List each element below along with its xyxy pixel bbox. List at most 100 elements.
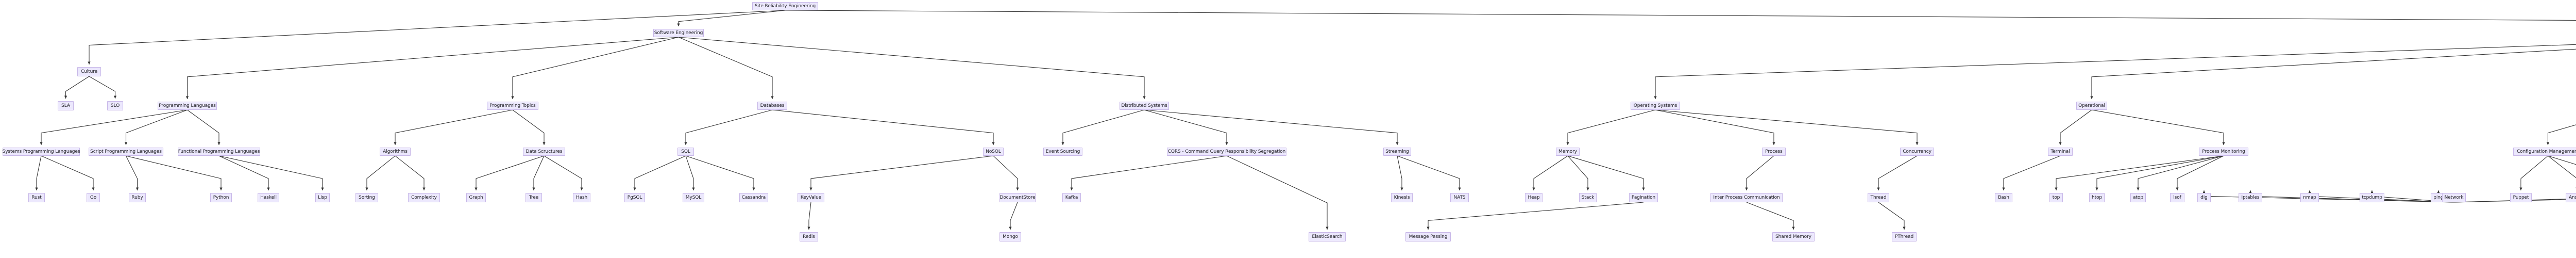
tree-node-label: Memory: [1558, 149, 1578, 154]
tree-node-sorting[interactable]: Sorting: [355, 193, 378, 202]
tree-node-elasticsearch[interactable]: ElasticSearch: [1309, 232, 1346, 241]
tree-node-label: Kinesis: [1394, 195, 1410, 200]
tree-node-sql[interactable]: SQL: [677, 148, 694, 156]
tree-node-streaming[interactable]: Streaming: [1383, 148, 1411, 156]
tree-node-hash[interactable]: Hash: [573, 193, 590, 202]
tree-edge-proglangs-to-sysproglangs: [40, 109, 188, 146]
tree-node-eventsourcing[interactable]: Event Sourcing: [1043, 148, 1082, 156]
tree-node-pagination[interactable]: Pagination: [1629, 193, 1658, 202]
tree-node-mysql[interactable]: MySQL: [683, 193, 704, 202]
tree-node-culture[interactable]: Culture: [77, 67, 101, 76]
tree-node-nats[interactable]: NATS: [1450, 193, 1469, 202]
tree-node-label: Process: [1765, 149, 1783, 154]
tree-node-provmonitoring[interactable]: Process Monitoring: [2199, 148, 2248, 156]
tree-node-label: Software Engineering: [654, 30, 703, 36]
tree-node-kafka[interactable]: Kafka: [1062, 193, 1081, 202]
tree-node-go[interactable]: Go: [87, 193, 100, 202]
tree-node-label: PgSQL: [627, 195, 642, 200]
tree-node-databases[interactable]: Databases: [757, 102, 787, 110]
tree-node-algorithms[interactable]: Algorithms: [380, 148, 411, 156]
tree-node-datastructures[interactable]: Data Scructures: [523, 148, 565, 156]
tree-node-label: Complexity: [411, 195, 437, 200]
tree-node-label: Network: [2444, 195, 2464, 200]
tree-node-network[interactable]: Network: [2442, 193, 2466, 202]
tree-node-label: tcpdump: [2362, 195, 2382, 200]
tree-node-haskell[interactable]: Haskell: [258, 193, 279, 202]
tree-node-label: Programming Topics: [489, 103, 536, 108]
tree-node-pthread[interactable]: PThread: [1892, 232, 1917, 241]
tree-node-ruby[interactable]: Ruby: [129, 193, 146, 202]
tree-node-bash[interactable]: Bash: [1995, 193, 2012, 202]
tree-node-label: Sorting: [359, 195, 375, 200]
tree-node-cassandra[interactable]: Cassandra: [739, 193, 768, 202]
tree-edge-swe-to-databases: [678, 37, 774, 100]
tree-node-proglangs[interactable]: Programming Languages: [158, 102, 217, 110]
tree-node-scriptlangs[interactable]: Script Programming Languages: [89, 148, 163, 156]
tree-node-nmap[interactable]: nmap: [2300, 193, 2319, 202]
tree-edge-sysproglangs-to-rust: [35, 155, 42, 191]
tree-node-tree[interactable]: Tree: [526, 193, 542, 202]
tree-node-top[interactable]: top: [2049, 193, 2063, 202]
tree-node-stack[interactable]: Stack: [1579, 193, 1597, 202]
tree-node-redis[interactable]: Redis: [800, 232, 818, 241]
tree-node-lsof[interactable]: lsof: [2170, 193, 2184, 202]
tree-edge-operational-to-provmonitoring: [2091, 109, 2225, 146]
tree-node-nosql[interactable]: NoSQL: [983, 148, 1004, 156]
tree-node-terminal[interactable]: Terminal: [2048, 148, 2073, 156]
tree-node-sla[interactable]: SLA: [58, 101, 74, 110]
tree-node-puppet[interactable]: Puppet: [2510, 193, 2532, 202]
tree-node-label: top: [2052, 195, 2060, 200]
tree-node-keyvalue[interactable]: KeyValue: [798, 193, 824, 202]
tree-node-sharedmemory[interactable]: Shared Memory: [1772, 232, 1815, 241]
tree-edge-sql-to-mysql: [685, 155, 695, 191]
tree-edge-streaming-to-kinesis: [1397, 155, 1403, 191]
tree-node-tcpdump[interactable]: tcpdump: [2360, 193, 2384, 202]
tree-node-lisp[interactable]: Lisp: [315, 193, 330, 202]
tree-node-iptables[interactable]: iptables: [2239, 193, 2262, 202]
tree-node-complexity[interactable]: Complexity: [408, 193, 440, 202]
tree-node-os[interactable]: Operating Systems: [1631, 102, 1680, 110]
tree-node-label: DocumentStore: [999, 195, 1036, 200]
tree-node-mongo[interactable]: Mongo: [999, 232, 1021, 241]
tree-node-atop[interactable]: atop: [2130, 193, 2146, 202]
tree-node-label: Puppet: [2513, 195, 2529, 200]
tree-edge-distsys-to-cqrs: [1144, 109, 1228, 146]
tree-node-kinesis[interactable]: Kinesis: [1391, 193, 1413, 202]
tree-node-sysproglangs[interactable]: Systems Programming Languages: [3, 148, 80, 156]
tree-node-label: Ruby: [131, 195, 143, 200]
tree-node-ipc[interactable]: Inter Process Communication: [1710, 193, 1783, 202]
tree-node-cqrs[interactable]: CQRS - Command Query Responsibility Segr…: [1167, 148, 1286, 156]
tree-edge-datastructures-to-hash: [544, 155, 583, 191]
tree-node-slo[interactable]: SLO: [107, 101, 123, 110]
tree-node-label: atop: [2133, 195, 2143, 200]
tree-node-heap[interactable]: Heap: [1525, 193, 1543, 202]
tree-node-rust[interactable]: Rust: [28, 193, 45, 202]
tree-node-operational[interactable]: Operational: [2076, 102, 2107, 110]
tree-node-ansible[interactable]: Ansible: [2566, 193, 2576, 202]
tree-node-sre[interactable]: Site Reliability Engineering: [752, 2, 818, 10]
tree-node-documentstore[interactable]: DocumentStore: [999, 193, 1036, 202]
tree-node-python[interactable]: Python: [210, 193, 232, 202]
tree-node-label: Cassandra: [741, 195, 766, 200]
tree-node-label: Process Monitoring: [2202, 149, 2245, 154]
tree-node-label: SQL: [681, 149, 690, 154]
tree-node-graph[interactable]: Graph: [466, 193, 486, 202]
tree-node-distsys[interactable]: Distributed Systems: [1120, 102, 1169, 110]
tree-node-process[interactable]: Process: [1762, 148, 1786, 156]
tree-node-swe[interactable]: Software Engineering: [653, 29, 704, 37]
tree-node-confmgmt[interactable]: Configuration Management: [2513, 148, 2576, 156]
tree-edge-documentstore-to-mongo: [1009, 202, 1018, 230]
tree-node-memory[interactable]: Memory: [1556, 148, 1580, 156]
tree-node-messagepassing[interactable]: Message Passing: [1405, 232, 1451, 241]
tree-node-thread[interactable]: Thread: [1868, 193, 1889, 202]
tree-node-label: Site Reliability Engineering: [754, 3, 816, 9]
tree-edge-iac-to-confmgmt: [2546, 124, 2576, 146]
tree-node-htop[interactable]: htop: [2089, 193, 2105, 202]
tree-node-label: Hash: [575, 195, 588, 200]
tree-node-progtopics[interactable]: Programming Topics: [487, 102, 538, 110]
tree-node-concurrency[interactable]: Concurrency: [1900, 148, 1934, 156]
tree-node-funclangs[interactable]: Functional Programming Languages: [178, 148, 260, 156]
tree-node-pgsql[interactable]: PgSQL: [624, 193, 645, 202]
tree-node-dig[interactable]: dig: [2197, 193, 2211, 202]
